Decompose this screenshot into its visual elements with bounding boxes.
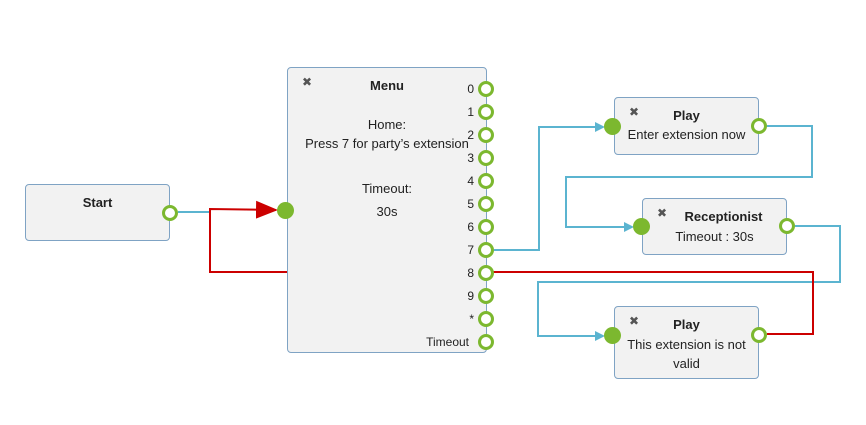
play2-output-port[interactable] — [751, 327, 767, 343]
menu-port-7[interactable] — [478, 242, 494, 258]
menu-port-9[interactable] — [478, 288, 494, 304]
play-node-enter-extension[interactable]: ✖ Play Enter extension now — [614, 97, 759, 155]
menu-port-label-2: 2 — [467, 128, 474, 142]
play-node-body-line: valid — [673, 356, 700, 371]
menu-node[interactable]: ✖ Menu Home: Press 7 for party’s extensi… — [287, 67, 487, 353]
play2-input-port[interactable] — [604, 327, 621, 344]
menu-body-line: 30s — [376, 204, 398, 219]
menu-node-body: Home: Press 7 for party’s extension Time… — [288, 115, 486, 221]
menu-port-3[interactable] — [478, 150, 494, 166]
menu-body-line: Timeout: — [361, 181, 413, 196]
menu-port-label-6: 6 — [467, 220, 474, 234]
receptionist-output-port[interactable] — [779, 218, 795, 234]
play-node-body-line: This extension is not — [627, 337, 746, 352]
close-icon[interactable]: ✖ — [629, 105, 640, 119]
receptionist-node-title: Receptionist — [684, 209, 763, 224]
menu-body-line: Press 7 for party’s extension — [305, 136, 469, 151]
menu-port-label-9: 9 — [467, 289, 474, 303]
menu-port-label-star: * — [469, 312, 474, 326]
menu-input-port[interactable] — [277, 202, 294, 219]
start-node-title: Start — [82, 195, 113, 210]
menu-port-star[interactable] — [478, 311, 494, 327]
menu-port-label-timeout: Timeout — [426, 335, 469, 349]
link-receptionist-play2[interactable] — [537, 225, 841, 341]
play1-input-port[interactable] — [604, 118, 621, 135]
menu-port-label-7: 7 — [467, 243, 474, 257]
menu-port-label-4: 4 — [467, 174, 474, 188]
menu-port-label-3: 3 — [467, 151, 474, 165]
menu-port-label-5: 5 — [467, 197, 474, 211]
menu-port-1[interactable] — [478, 104, 494, 120]
play1-output-port[interactable] — [751, 118, 767, 134]
menu-port-8[interactable] — [478, 265, 494, 281]
menu-body-line: Home: — [367, 117, 407, 132]
menu-port-timeout[interactable] — [478, 334, 494, 350]
menu-port-6[interactable] — [478, 219, 494, 235]
menu-port-4[interactable] — [478, 173, 494, 189]
link-menu7-play1[interactable] — [494, 122, 605, 251]
receptionist-node[interactable]: ✖ Receptionist Timeout : 30s — [642, 198, 787, 255]
menu-node-title: Menu — [370, 78, 404, 93]
menu-port-5[interactable] — [478, 196, 494, 212]
menu-port-label-0: 0 — [467, 82, 474, 96]
start-node[interactable]: Start — [25, 184, 170, 241]
play-node-body: This extension is not valid — [615, 335, 758, 373]
menu-port-label-1: 1 — [467, 105, 474, 119]
close-icon[interactable]: ✖ — [302, 75, 313, 89]
close-icon[interactable]: ✖ — [629, 314, 640, 328]
menu-port-label-8: 8 — [467, 266, 474, 280]
link-play1-receptionist[interactable] — [565, 125, 813, 232]
play-node-title: Play — [673, 108, 700, 123]
receptionist-node-body: Timeout : 30s — [675, 229, 754, 244]
start-output-port[interactable] — [162, 205, 178, 221]
play-node-body: Enter extension now — [627, 127, 746, 142]
link-play2-menu-active[interactable] — [209, 200, 814, 335]
play-node-extension-not-valid[interactable]: ✖ Play This extension is not valid — [614, 306, 759, 379]
receptionist-input-port[interactable] — [633, 218, 650, 235]
menu-port-0[interactable] — [478, 81, 494, 97]
play-node-title: Play — [673, 317, 700, 332]
close-icon[interactable]: ✖ — [657, 206, 668, 220]
menu-port-2[interactable] — [478, 127, 494, 143]
